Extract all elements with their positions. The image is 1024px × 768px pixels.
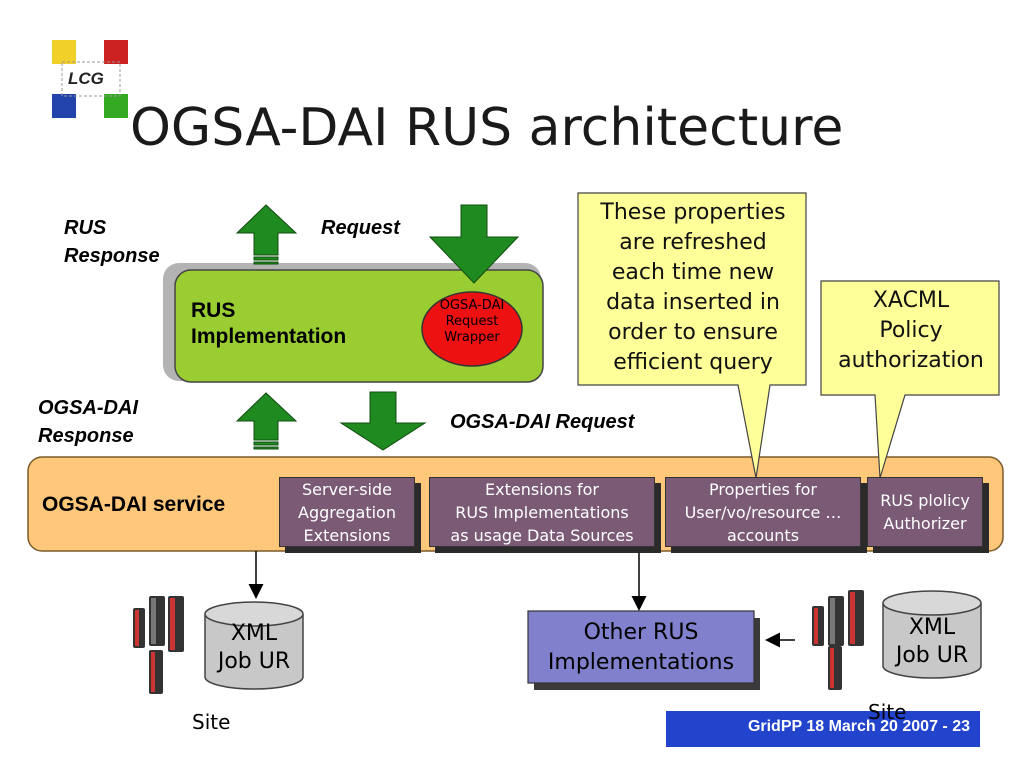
- properties-callout-line: These properties: [600, 200, 786, 225]
- properties-callout-line: data inserted in: [606, 290, 780, 315]
- ogsadai-wrapper-ellipse: [421, 291, 523, 367]
- ext-box-line: User/vo/resource …: [684, 503, 842, 522]
- xml-job-ur-right: XML Job UR: [883, 614, 981, 670]
- lcg-logo: LCG: [52, 40, 130, 120]
- properties-callout-line: efficient query: [613, 350, 773, 375]
- db-cylinder-left: [204, 601, 304, 690]
- properties-callout-line: order to ensure: [608, 320, 778, 345]
- other-rus-line-1: Other RUS: [583, 620, 699, 645]
- ogsadai-response-label: OGSA-DAI Response: [38, 394, 138, 450]
- rus-response-line-1: RUS: [64, 217, 107, 239]
- properties-box: Properties for User/vo/resource … accoun…: [665, 477, 861, 547]
- properties-callout-line: each time new: [611, 260, 775, 285]
- db-left-line: Job UR: [217, 649, 291, 674]
- rus-policy-authorizer-box: RUS plolicy Authorizer: [867, 477, 983, 547]
- ext-box-line: RUS Implementations: [455, 503, 629, 522]
- logo-text: LCG: [66, 69, 106, 89]
- ext-box-line: Aggregation: [298, 503, 396, 522]
- ext-box-line: as usage Data Sources: [450, 526, 634, 545]
- page-title: OGSA-DAI RUS architecture: [130, 98, 844, 158]
- ogsadai-response-line-2: Response: [38, 425, 134, 447]
- xacml-callout-shape: [820, 280, 1000, 479]
- rus-response-arrow: [235, 204, 298, 265]
- other-rus-implementations: Other RUS Implementations: [528, 618, 754, 678]
- ogsadai-request-arrow: [339, 391, 427, 451]
- footer-bar: GridPP 18 March 20 2007 - 23: [666, 711, 980, 747]
- db-right-line: XML: [908, 615, 956, 640]
- site-right-label: Site: [868, 700, 907, 724]
- ogsadai-response-line-1: OGSA-DAI: [38, 397, 138, 419]
- rus-implementation-label: RUS Implementation: [191, 298, 346, 350]
- ext-box-line: Server-side: [302, 480, 392, 499]
- rus-impl-line-1: RUS: [191, 299, 236, 322]
- xacml-callout-line: XACML: [872, 288, 950, 313]
- other-rus-line-2: Implementations: [547, 650, 735, 675]
- server-side-aggregation-box: Server-side Aggregation Extensions: [279, 477, 415, 547]
- xacml-callout-line: authorization: [838, 348, 984, 373]
- ext-box-line: Extensions: [303, 526, 391, 545]
- wrapper-line-3: Wrapper: [444, 330, 500, 345]
- properties-callout-line: are refreshed: [619, 230, 767, 255]
- rus-extensions-box: Extensions for RUS Implementations as us…: [429, 477, 655, 547]
- ogsadai-request-wrapper: OGSA-DAI Request Wrapper: [422, 298, 522, 346]
- ext-box-line: RUS plolicy: [880, 491, 970, 510]
- ext-box-line: accounts: [726, 526, 800, 545]
- rus-response-label: RUS Response: [64, 214, 160, 270]
- footer-text: GridPP 18 March 20 2007 - 23: [747, 718, 970, 735]
- wrapper-line-1: OGSA-DAI: [439, 298, 505, 313]
- rus-response-line-2: Response: [64, 245, 160, 267]
- xacml-callout-line: Policy: [879, 318, 943, 343]
- db-left-line: XML: [230, 621, 278, 646]
- server-icons-right: [812, 590, 864, 690]
- ext-box-line: Authorizer: [883, 514, 967, 533]
- request-arrow: [428, 204, 520, 284]
- wrapper-line-2: Request: [445, 314, 499, 329]
- db-right-line: Job UR: [895, 643, 969, 668]
- db-cylinder-right: [882, 590, 982, 679]
- ext-box-line: Extensions for: [485, 480, 599, 499]
- xacml-callout: XACML Policy authorization: [823, 286, 999, 376]
- properties-callout-shape: [577, 192, 807, 479]
- ext-box-line: Properties for: [709, 480, 817, 499]
- ogsadai-response-arrow: [235, 392, 298, 450]
- properties-callout: These properties are refreshed each time…: [580, 198, 806, 378]
- ogsadai-request-label: OGSA-DAI Request: [450, 411, 635, 433]
- site-left-label: Site: [192, 710, 231, 734]
- server-icons-left: [133, 596, 184, 694]
- xml-job-ur-left: XML Job UR: [205, 620, 303, 676]
- request-label: Request: [321, 217, 400, 239]
- rus-impl-line-2: Implementation: [191, 325, 347, 348]
- ogsadai-service-label: OGSA-DAI service: [42, 493, 226, 516]
- other-rus-box: [527, 610, 755, 684]
